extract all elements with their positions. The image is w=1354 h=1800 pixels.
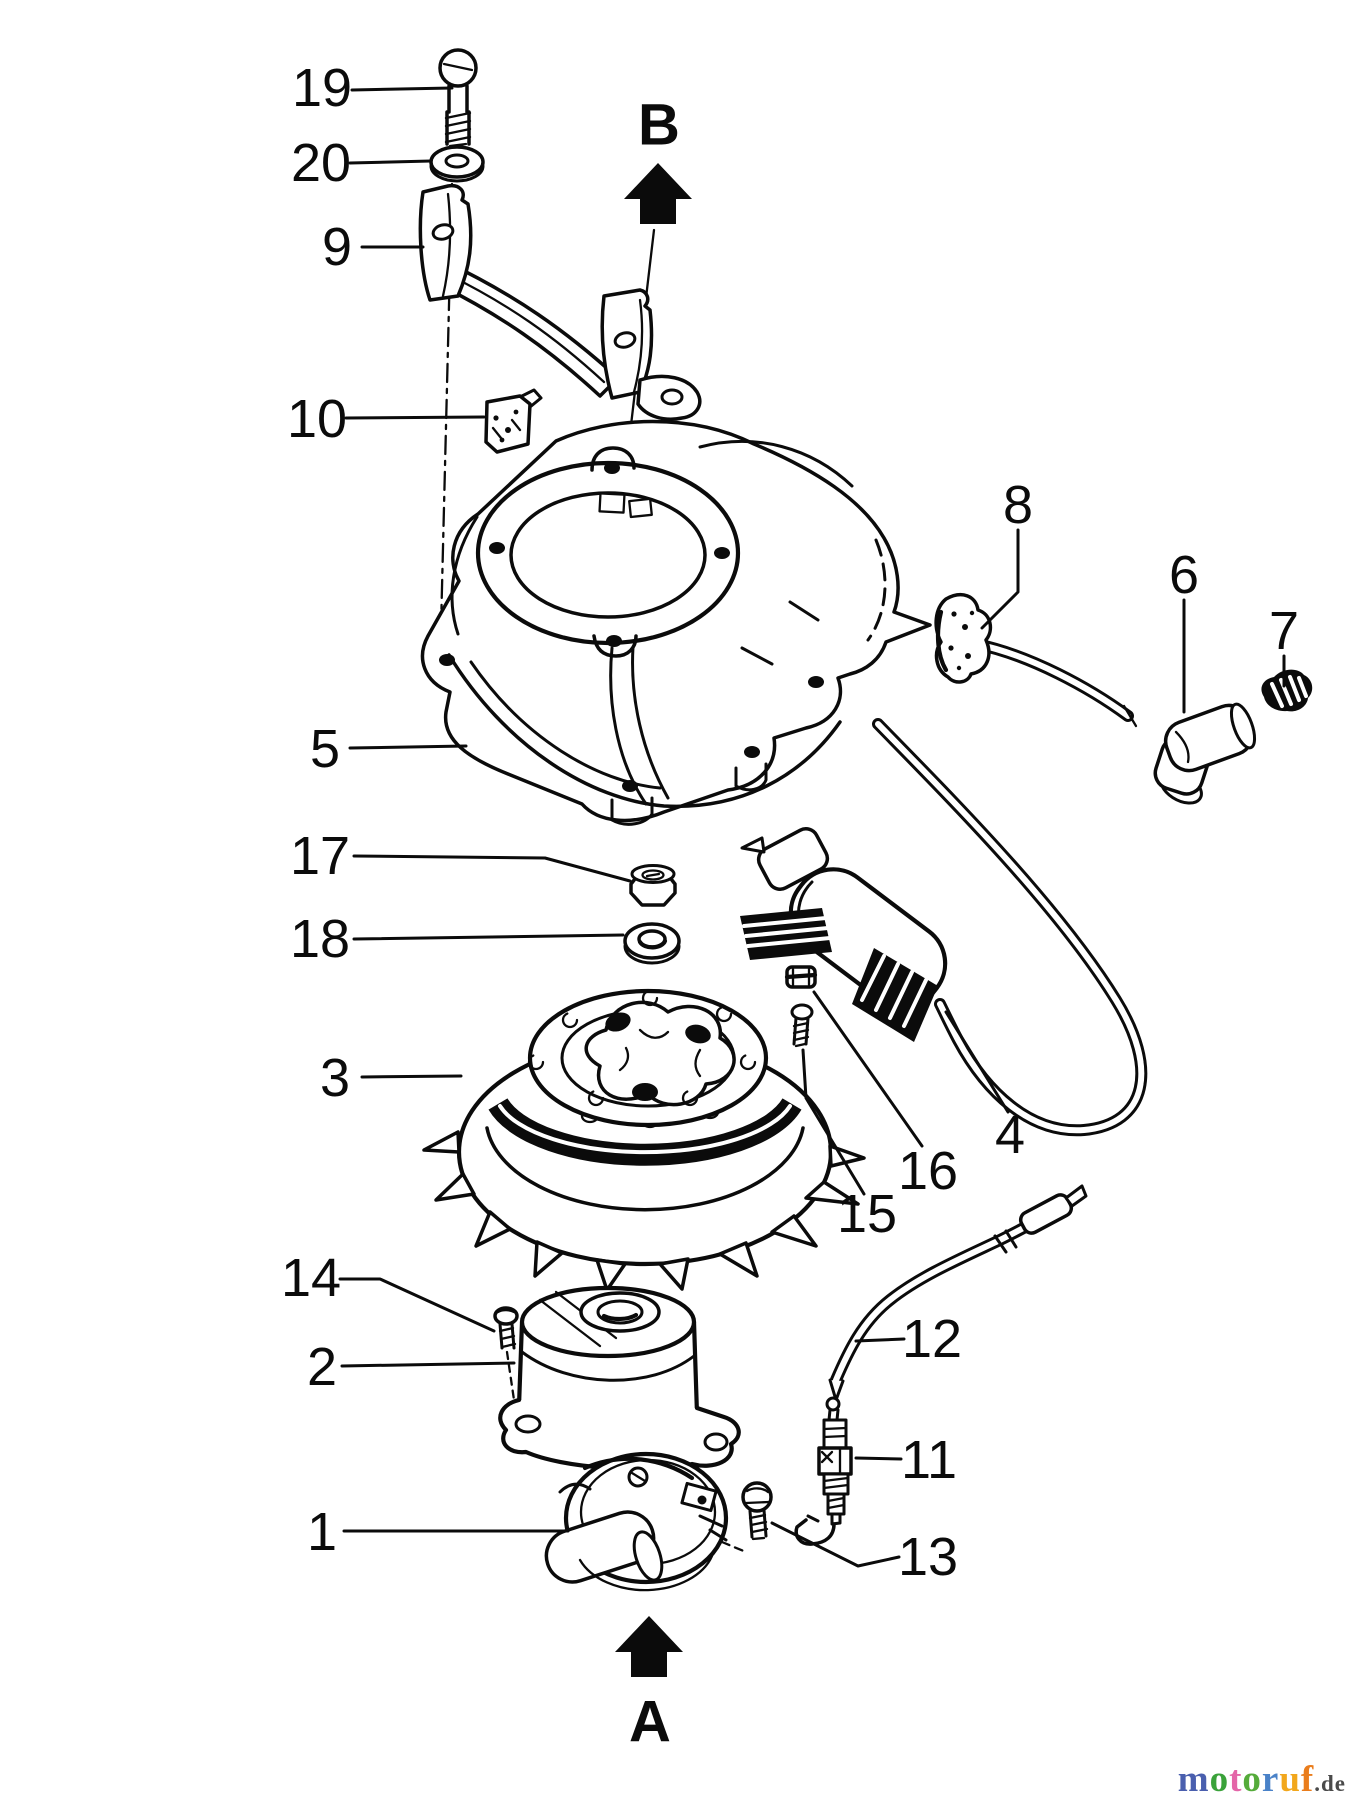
- callout-3: 3: [320, 1048, 463, 1108]
- leader-line: [854, 1456, 903, 1461]
- part-cord-clip: [484, 388, 543, 454]
- callout-8: 8: [980, 475, 1033, 630]
- callout-label: 2: [307, 1337, 337, 1397]
- logo-letter: t: [1229, 1759, 1243, 1800]
- part-spark-plug: [794, 1396, 853, 1546]
- part-hex-nut: [629, 864, 677, 907]
- part-small-screw: [790, 1003, 814, 1048]
- leader-line: [980, 528, 1020, 630]
- direction-arrow-a: A: [615, 1616, 683, 1755]
- leader-line: [348, 159, 433, 165]
- up-arrow-icon: [615, 1616, 683, 1677]
- logo-letter: f: [1300, 1759, 1315, 1800]
- leader-line: [944, 1010, 1010, 1114]
- part-hex-bolt: [720, 1481, 773, 1554]
- callout-14: 14: [281, 1248, 496, 1333]
- leader-line: [348, 744, 468, 750]
- callout-10: 10: [287, 389, 486, 449]
- stop-switch-wire: [872, 718, 1148, 1137]
- callout-label: 11: [901, 1430, 957, 1490]
- part-spark-plug-wire: [828, 1184, 1088, 1402]
- part-washer: [429, 145, 485, 183]
- part-small-nut: [784, 965, 818, 989]
- callout-label: 6: [1169, 545, 1199, 605]
- callout-12: 12: [854, 1309, 962, 1369]
- callout-label: 20: [291, 133, 351, 193]
- logo-suffix: .de: [1314, 1771, 1346, 1796]
- callout-label: 17: [290, 826, 350, 886]
- callout-label: 19: [292, 58, 352, 118]
- callout-label: 13: [898, 1527, 958, 1587]
- leader-line: [854, 1337, 906, 1343]
- part-pan-head-screw: [438, 48, 478, 148]
- callouts: 19 20 9 10 5 17 18 3: [281, 58, 1299, 1587]
- part-blower-housing: [420, 419, 932, 826]
- callout-16: 16: [812, 990, 958, 1201]
- part-terminal-boot: [1153, 702, 1257, 805]
- callout-label: 14: [281, 1248, 341, 1308]
- leader-line: [338, 1277, 496, 1333]
- leader-line: [352, 933, 625, 941]
- callout-18: 18: [290, 909, 625, 969]
- callout-6: 6: [1169, 545, 1199, 714]
- callout-label: 1: [307, 1502, 337, 1562]
- callout-label: 9: [322, 217, 352, 277]
- up-arrow-icon: [624, 163, 692, 224]
- callout-2: 2: [307, 1337, 516, 1397]
- part-wire-grommet: [934, 593, 1138, 728]
- part-breaker-point-plate: [544, 1451, 729, 1592]
- direction-label-b: B: [638, 93, 680, 158]
- callout-label: 10: [287, 389, 347, 449]
- logo-letter: r: [1261, 1759, 1280, 1800]
- callout-label: 7: [1269, 601, 1299, 661]
- leader-line: [340, 1361, 516, 1368]
- part-plain-washer: [623, 922, 681, 965]
- logo-letter: o: [1209, 1759, 1230, 1800]
- callout-13: 13: [770, 1521, 958, 1587]
- logo-letter: o: [1242, 1759, 1262, 1800]
- leader-line: [812, 990, 924, 1148]
- logo-letter: u: [1279, 1759, 1301, 1800]
- callout-label: 18: [290, 909, 350, 969]
- leader-line: [344, 415, 486, 420]
- callout-label: 4: [995, 1105, 1025, 1165]
- leader-line: [770, 1521, 901, 1568]
- callout-label: 3: [320, 1048, 350, 1108]
- part-flywheel-fan: [422, 988, 866, 1292]
- part-ignition-coil: [740, 827, 948, 1042]
- callout-19: 19: [292, 58, 454, 118]
- callout-20: 20: [291, 133, 433, 193]
- callout-label: 16: [898, 1141, 958, 1201]
- leader-line: [360, 1074, 463, 1079]
- leader-line: [350, 86, 454, 92]
- callout-1: 1: [307, 1502, 570, 1562]
- leader-line: [801, 1048, 866, 1196]
- part-screw-plug: [1261, 669, 1313, 712]
- callout-label: 5: [310, 719, 340, 779]
- logo-letter: m: [1177, 1759, 1210, 1800]
- callout-label: 15: [837, 1184, 897, 1244]
- callout-15: 15: [801, 1048, 897, 1244]
- watermark-logo: motoruf.de: [1178, 1761, 1346, 1798]
- callout-4: 4: [944, 1010, 1025, 1165]
- part-starter-rotor: [498, 1285, 741, 1471]
- callout-11: 11: [854, 1430, 957, 1490]
- callout-9: 9: [322, 217, 425, 277]
- direction-label-a: A: [629, 1690, 671, 1755]
- callout-label: 8: [1003, 475, 1033, 535]
- callout-7: 7: [1269, 601, 1299, 688]
- direction-arrow-b: B: [615, 93, 692, 546]
- part-support-bracket: [418, 183, 702, 421]
- part-screw-14: [493, 1306, 519, 1402]
- callout-label: 12: [902, 1309, 962, 1369]
- callout-17: 17: [290, 826, 632, 886]
- callout-5: 5: [310, 719, 468, 779]
- leader-line: [352, 854, 632, 883]
